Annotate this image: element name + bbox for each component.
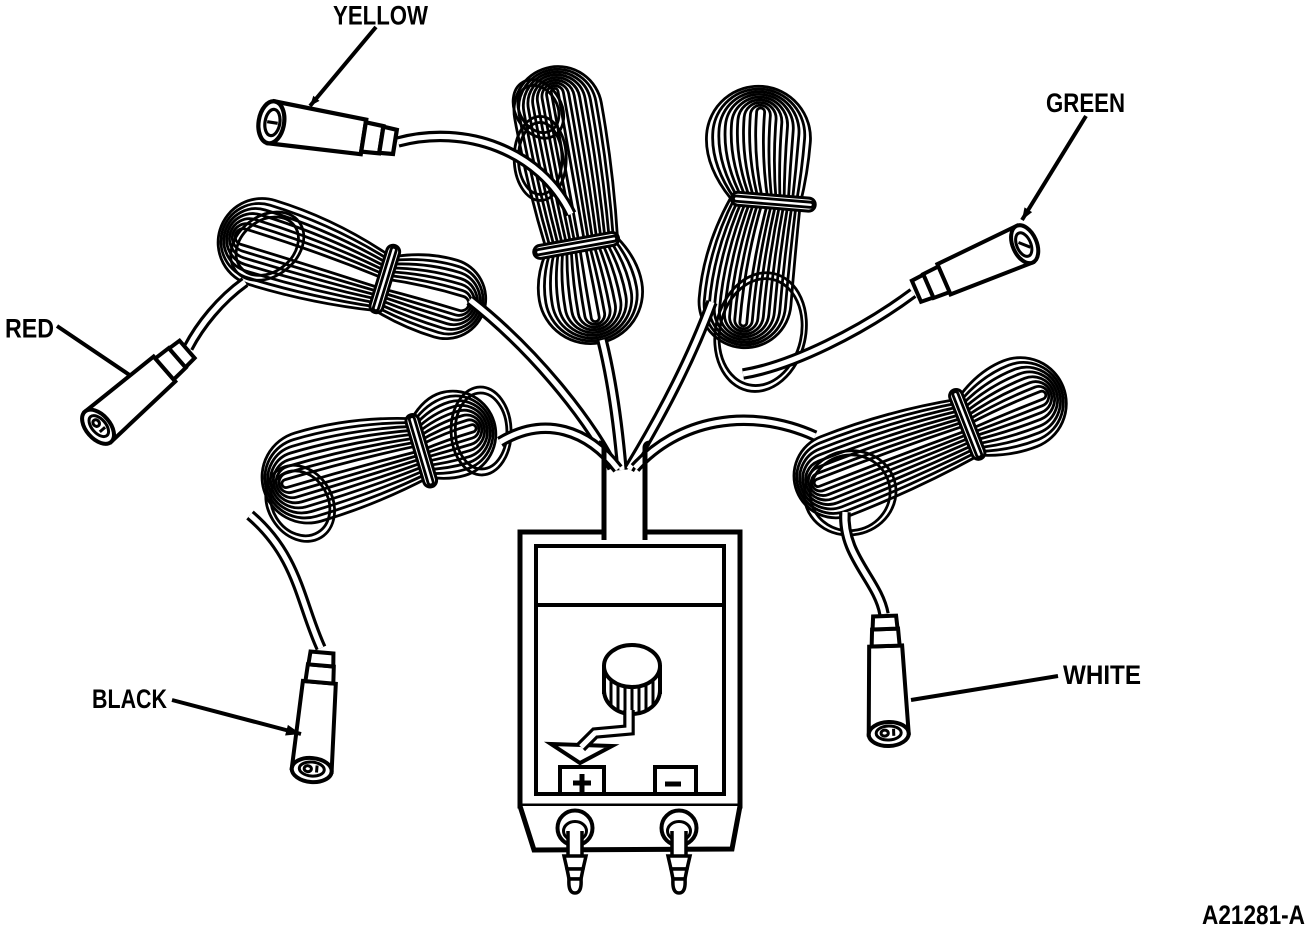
svg-text:WHITE: WHITE xyxy=(1063,660,1141,690)
svg-text:YELLOW: YELLOW xyxy=(333,1,428,31)
svg-text:RED: RED xyxy=(5,314,54,344)
svg-text:BLACK: BLACK xyxy=(92,684,167,714)
svg-text:GREEN: GREEN xyxy=(1046,88,1125,118)
svg-text:A21281-A: A21281-A xyxy=(1202,900,1305,930)
